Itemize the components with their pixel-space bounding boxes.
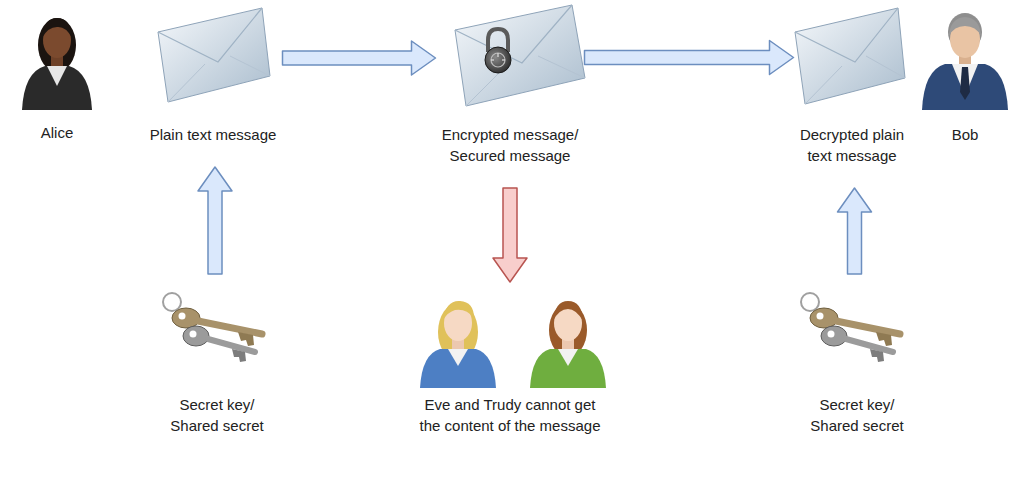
keys-icon — [876, 332, 892, 346]
node-label: Encrypted message/ Secured message — [438, 124, 583, 166]
block-arrow — [493, 188, 527, 282]
block-arrow — [838, 188, 872, 274]
lock-icon — [502, 59, 505, 60]
icon-space — [796, 8, 909, 124]
block-arrow — [585, 41, 794, 75]
icon-space — [921, 5, 1009, 124]
node-label: Decrypted plain text message — [796, 124, 909, 166]
bob-figure — [922, 64, 1008, 110]
key-node: Secret key/ Shared secret — [161, 286, 273, 436]
trudy-figure — [530, 349, 606, 388]
bob-figure — [922, 13, 1008, 110]
keys-icon — [163, 293, 181, 311]
keys-icon — [183, 326, 209, 346]
block-arrow — [198, 167, 232, 274]
envelope-icon — [230, 56, 270, 76]
block-arrow — [283, 41, 436, 75]
trudy-figure — [530, 301, 606, 388]
lock-icon — [491, 53, 505, 67]
encrypted-envelope-icon — [455, 5, 585, 106]
key-node: Secret key/ Shared secret — [801, 286, 913, 436]
lock-icon — [497, 53, 498, 57]
keys-icon — [238, 332, 254, 346]
person-node: Alice — [20, 12, 94, 143]
node-label: Bob — [921, 124, 1009, 145]
envelope-node: Plain text message — [146, 8, 281, 145]
alice-figure — [22, 18, 92, 110]
node-label: Secret key/ Shared secret — [801, 394, 913, 436]
person-node: Bob — [921, 5, 1009, 145]
alice-figure — [38, 18, 76, 72]
keys-icon — [810, 308, 838, 328]
keys-icon — [190, 331, 197, 338]
people-node: Eve and Trudy cannot get the content of … — [415, 290, 605, 436]
alice-figure — [42, 18, 72, 38]
icon-space — [415, 290, 605, 394]
encrypted-envelope-icon — [455, 5, 585, 106]
node-label: Secret key/ Shared secret — [161, 394, 273, 436]
node-label: Plain text message — [146, 124, 281, 145]
eve-figure — [448, 349, 468, 366]
keys-icon — [821, 326, 847, 346]
node-label: Alice — [20, 122, 94, 143]
alice-figure — [47, 66, 67, 86]
envelope-icon — [158, 8, 262, 62]
icon-space — [161, 286, 273, 394]
icon-space — [438, 5, 583, 124]
eve-figure — [443, 301, 474, 320]
lock-icon — [485, 29, 511, 73]
envelope-icon — [805, 66, 842, 104]
keys-icon — [801, 293, 819, 311]
envelope-icon — [795, 8, 905, 104]
keys-icon — [208, 339, 255, 352]
trudy-figure — [553, 301, 583, 321]
keys-icon — [232, 349, 246, 362]
encrypted-envelope-node: Encrypted message/ Secured message — [438, 5, 583, 166]
keys-icon — [801, 293, 900, 362]
keys-icon — [163, 293, 262, 362]
envelope-icon — [158, 8, 270, 102]
keys-icon — [817, 313, 824, 320]
icon-space — [20, 12, 94, 122]
keys-icon — [179, 313, 186, 320]
icon-space — [146, 8, 281, 124]
envelope-icon — [795, 8, 898, 62]
envelope-icon — [168, 64, 205, 102]
icon-space — [801, 286, 913, 394]
keys-icon — [828, 331, 835, 338]
encrypted-envelope-icon — [538, 56, 585, 78]
eve-figure — [420, 349, 496, 388]
encrypted-envelope-icon — [455, 5, 572, 63]
envelope-icon — [866, 56, 905, 78]
eve-figure — [420, 301, 496, 388]
lock-icon — [491, 59, 494, 60]
keys-icon — [846, 339, 893, 352]
alice-figure — [22, 66, 92, 110]
node-label: Eve and Trudy cannot get the content of … — [415, 394, 605, 436]
envelope-node: Decrypted plain text message — [796, 8, 909, 166]
envelope-icon — [795, 8, 905, 104]
keys-icon — [870, 349, 884, 362]
lock-icon — [485, 47, 511, 73]
trudy-figure — [558, 349, 578, 366]
envelope-icon — [158, 8, 270, 102]
keys-icon — [172, 308, 200, 328]
bob-figure — [949, 17, 981, 36]
bob-figure — [960, 67, 970, 100]
